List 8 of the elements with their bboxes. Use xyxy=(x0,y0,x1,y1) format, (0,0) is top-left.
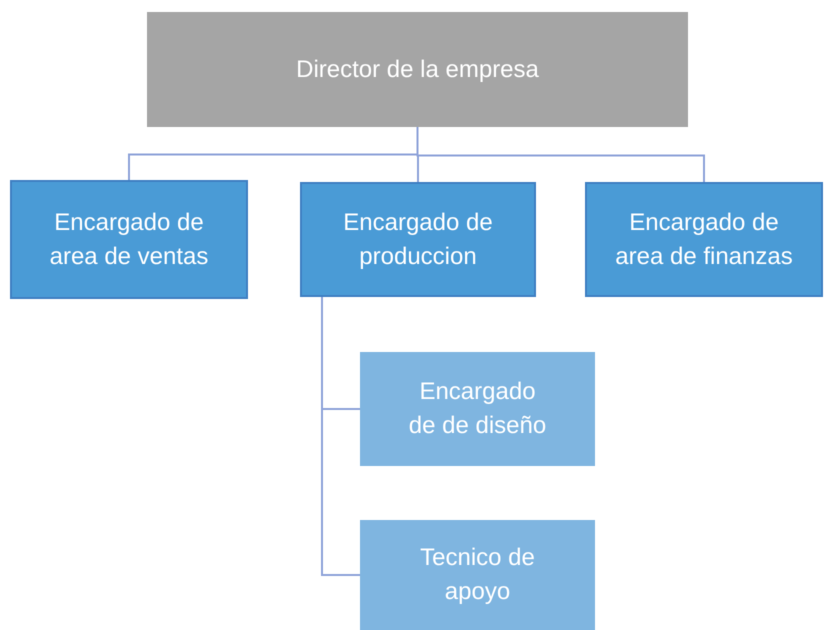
connector-line xyxy=(416,127,705,182)
director-box: Director de la empresa xyxy=(147,12,688,127)
position-box: Encargado de area de finanzas xyxy=(585,182,823,297)
position-box: Encargado de de diseño xyxy=(360,352,595,466)
position-box: Tecnico de apoyo xyxy=(360,520,595,630)
position-box: Encargado de produccion xyxy=(300,182,536,297)
connector-line xyxy=(321,297,360,576)
position-box: Encargado de area de ventas xyxy=(10,180,248,299)
